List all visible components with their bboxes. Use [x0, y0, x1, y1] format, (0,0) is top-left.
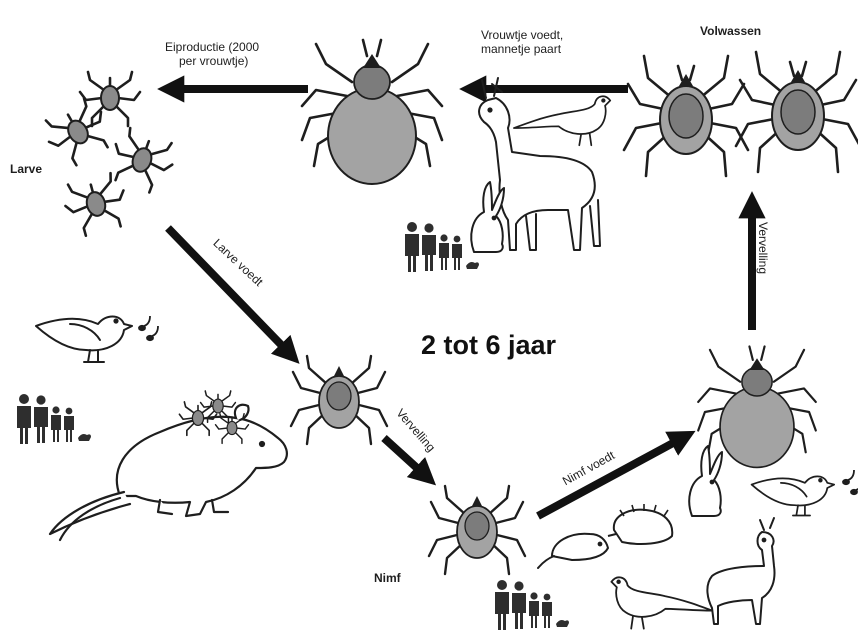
egg-production-line-1: Eiproductie (2000	[165, 40, 259, 54]
family-icon	[495, 580, 569, 630]
female-feeds-label: Vrouwtje voedt, mannetje paart	[481, 28, 563, 56]
mouse-icon	[538, 534, 608, 568]
nymph-tick-icon	[429, 486, 525, 574]
roe-deer-icon	[707, 518, 774, 624]
engorged-female-tick-icon	[302, 40, 442, 184]
music-note-icon	[139, 316, 158, 340]
stage-label-adult: Volwassen	[700, 24, 761, 38]
music-note-icon	[843, 470, 858, 494]
female-feeds-line-1: Vrouwtje voedt,	[481, 28, 563, 42]
egg-production-label: Eiproductie (2000 per vrouwtje)	[165, 40, 259, 68]
egg-production-line-2: per vrouwtje)	[165, 54, 259, 68]
hare-icon	[471, 182, 504, 252]
bird-icon	[36, 317, 132, 363]
cycle-duration-label: 2 tot 6 jaar	[421, 330, 556, 361]
pheasant-icon	[514, 96, 610, 145]
rat-icon	[50, 405, 287, 540]
family-icon	[17, 394, 91, 444]
larva-icon	[80, 72, 140, 126]
stage-label-nymph: Nimf	[374, 571, 401, 585]
molt-label-2: Vervelling	[756, 222, 770, 274]
larva-icon	[60, 171, 132, 239]
pheasant-icon	[611, 577, 712, 628]
hedgehog-icon	[608, 504, 672, 544]
adult-tick-icon	[624, 56, 748, 176]
engorged-nymph-tick-icon	[698, 346, 816, 467]
bird-icon	[752, 476, 835, 515]
hare-icon	[689, 446, 722, 516]
larva-engorged-tick-icon	[291, 356, 387, 444]
larva-icon	[104, 125, 179, 196]
family-icon	[405, 222, 479, 272]
female-feeds-line-2: mannetje paart	[481, 42, 563, 56]
adult-tick-icon	[736, 52, 858, 172]
stage-label-larva: Larve	[10, 162, 42, 176]
